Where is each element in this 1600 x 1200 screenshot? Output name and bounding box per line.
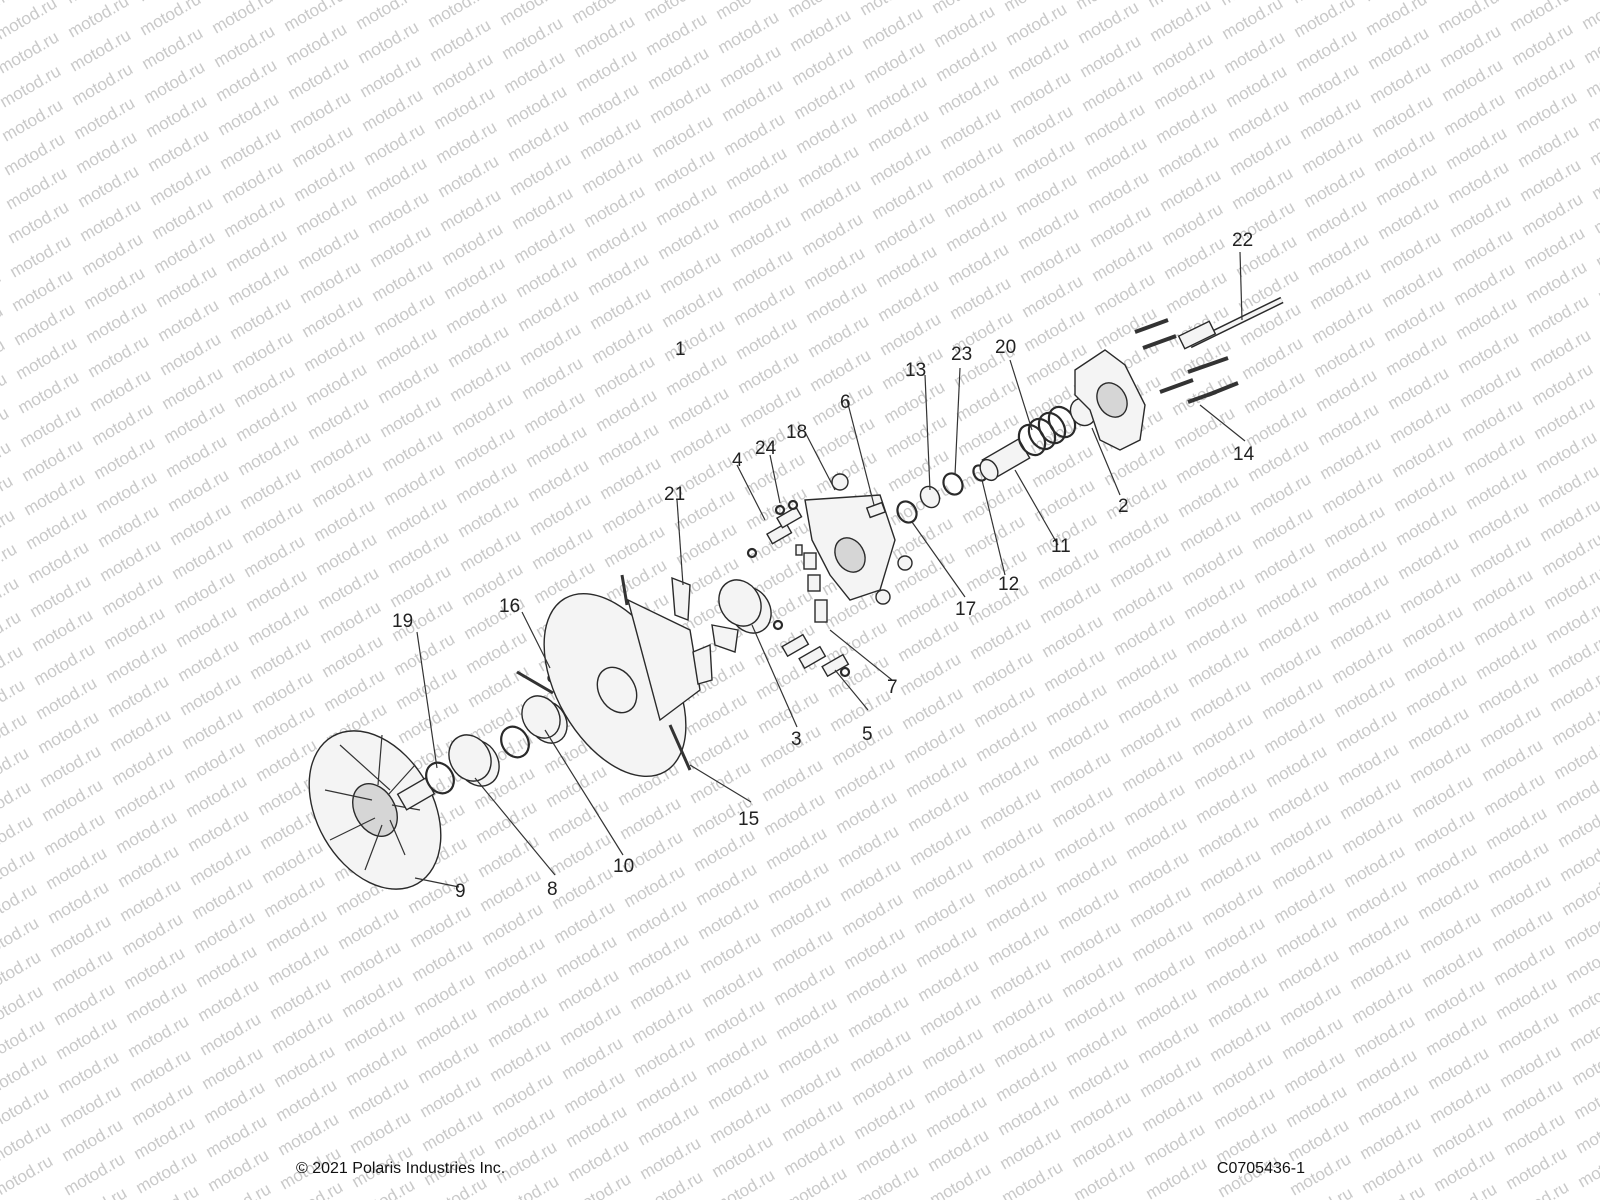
callout-labels: 1 2 3 4 5 6 7 8 9 10 11 12 13 14 15 16 1… [392, 230, 1255, 902]
callout-24: 24 [755, 438, 777, 459]
drawing-number: C0705436-1 [1216, 1160, 1305, 1177]
callout-20: 20 [995, 337, 1016, 358]
callout-6: 6 [840, 392, 851, 413]
callout-18: 18 [786, 422, 807, 443]
callout-17: 17 [955, 599, 976, 620]
callout-15: 15 [738, 809, 759, 830]
callout-19: 19 [392, 611, 413, 632]
callout-21: 21 [664, 484, 685, 505]
copyright-text: © 2021 Polaris Industries Inc. [296, 1160, 506, 1177]
callout-5: 5 [862, 724, 873, 745]
callout-2: 2 [1118, 496, 1129, 517]
callout-3: 3 [791, 729, 802, 750]
callout-9: 9 [455, 881, 466, 902]
part-23-ring [942, 472, 964, 496]
callout-7: 7 [887, 677, 898, 698]
part-9-fan-sheave [308, 730, 442, 890]
callout-1: 1 [675, 339, 686, 360]
callout-8: 8 [547, 879, 558, 900]
callout-11: 11 [1051, 536, 1071, 557]
callout-14: 14 [1233, 444, 1255, 465]
callout-4: 4 [732, 450, 743, 471]
part-cover-plate [1074, 349, 1146, 451]
callout-10: 10 [613, 856, 634, 877]
callout-12: 12 [998, 574, 1019, 595]
callout-16: 16 [499, 596, 520, 617]
callout-23: 23 [951, 344, 972, 365]
callout-13: 13 [905, 360, 926, 381]
part-8-bushing [448, 734, 500, 787]
part-22-bolt [1177, 296, 1284, 350]
callout-22: 22 [1232, 230, 1253, 251]
part-17-washer [896, 500, 918, 524]
part-18-spider [804, 473, 913, 605]
